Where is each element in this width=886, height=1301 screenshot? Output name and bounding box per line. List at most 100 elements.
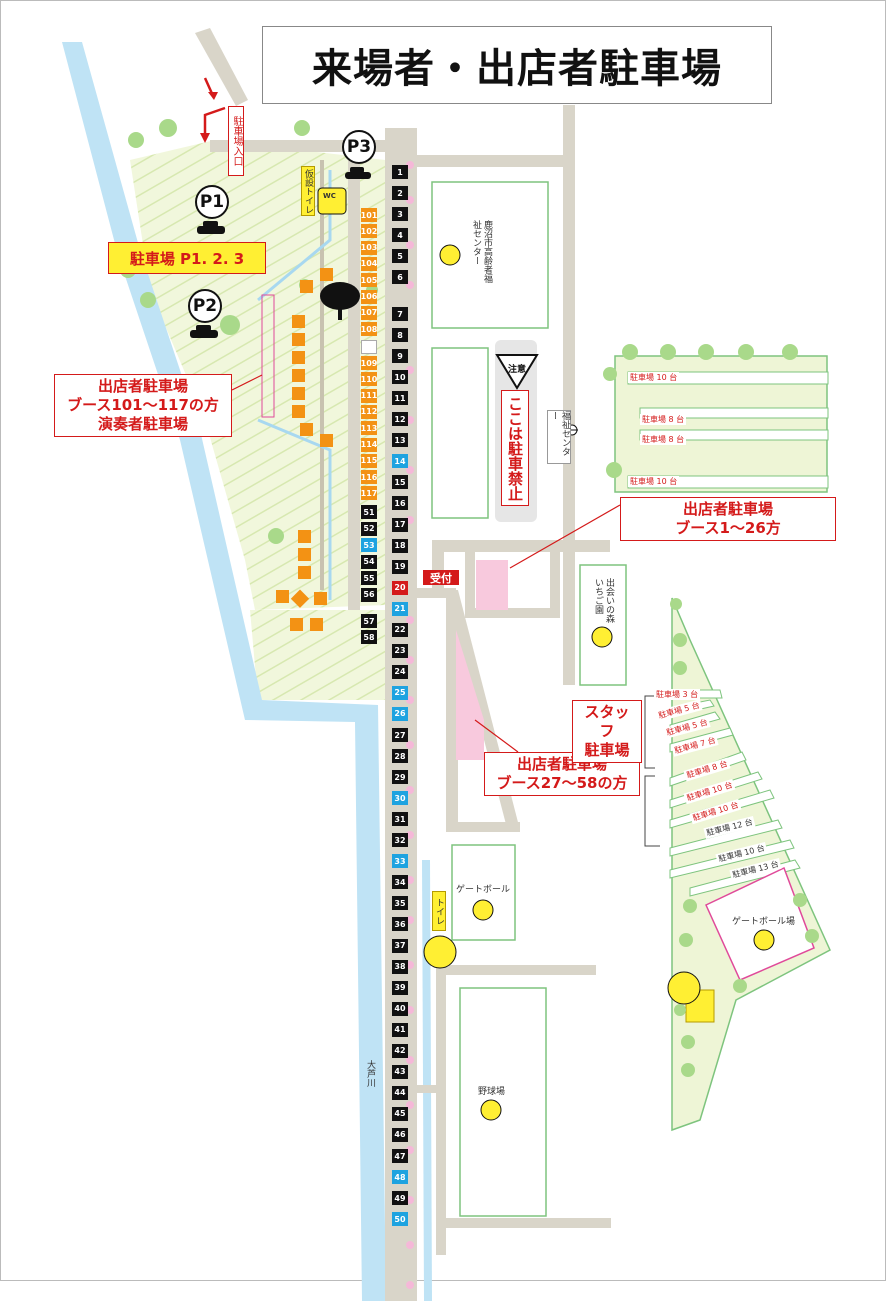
car-icon (190, 167, 371, 338)
caution-triangle (495, 354, 539, 390)
booth-25: 25 (392, 685, 408, 700)
booth-5: 5 (392, 249, 408, 263)
booth-27: 27 (392, 728, 408, 742)
booth-38: 38 (392, 959, 408, 974)
booth-24: 24 (392, 664, 408, 679)
facility-icons (317, 187, 775, 1121)
trees (120, 119, 819, 1077)
booth-50: 50 (392, 1212, 408, 1227)
callout-line: ブース27～58の方 (496, 774, 628, 792)
no-parking-label: ここは駐車禁止 (501, 390, 529, 506)
booth-40: 40 (392, 1001, 408, 1016)
staff-lot-label: 駐車場 3 台 (654, 689, 701, 700)
booth-42: 42 (392, 1043, 408, 1058)
callout-vendor-101-117: 出店者駐車場 ブース101～117の方 演奏者駐車場 (54, 374, 232, 437)
page-title: 来場者・出店者駐車場 (262, 26, 772, 104)
booth-113: 113 (361, 421, 377, 436)
strawberry-park-label: 出会いの森いちご園 (593, 578, 614, 623)
lot-label: 駐車場 8 台 (640, 434, 687, 445)
callout-line: 演奏者駐車場 (97, 415, 188, 433)
caution-text: 注意 (508, 363, 526, 375)
welfare-center-label: 福祉センター (547, 410, 571, 464)
parking-zone-lower (250, 610, 385, 700)
parking-p123-label: 駐車場 P1. 2. 3 (108, 242, 266, 274)
booth-empty (361, 340, 377, 354)
booth-36: 36 (392, 917, 408, 932)
callout-line: ブース101～117の方 (67, 396, 219, 414)
booth-37: 37 (392, 938, 408, 953)
entrance-arrow (203, 77, 226, 140)
lot-label: 駐車場 10 台 (628, 476, 680, 487)
booth-8: 8 (392, 328, 408, 343)
booth-115: 115 (361, 453, 377, 468)
booth-107: 107 (361, 305, 377, 320)
booth-20: 20 (392, 580, 408, 595)
gateball-field (705, 866, 815, 981)
booth-45: 45 (392, 1106, 408, 1121)
booth-114: 114 (361, 437, 377, 452)
booth-49: 49 (392, 1191, 408, 1206)
magenta-stalls (261, 294, 275, 418)
callout-line: 出店者駐車場 (682, 500, 773, 518)
tree-icon (320, 282, 360, 320)
p1-marker: P1 (195, 185, 229, 219)
booth-110: 110 (361, 372, 377, 387)
booth-106: 106 (361, 289, 377, 304)
booth-44: 44 (392, 1085, 408, 1100)
welfare-center-elderly-label: 鹿沼市高齢者福祉センター (471, 220, 492, 283)
booth-28: 28 (392, 749, 408, 764)
booth-16: 16 (392, 496, 408, 511)
booth-12: 12 (392, 412, 408, 427)
booth-26: 26 (392, 706, 408, 721)
booth-116: 116 (361, 470, 377, 485)
vendor-lot-27-58 (456, 630, 484, 760)
booth-51: 51 (361, 505, 377, 519)
callout-line: 駐車場 (584, 741, 630, 759)
booth-112: 112 (361, 404, 377, 419)
cherry-trees (406, 161, 414, 1289)
booth-54: 54 (361, 554, 377, 569)
booth-102: 102 (361, 224, 377, 239)
callout-line: 出店者駐車場 (97, 377, 188, 395)
reception-label: 受付 (423, 570, 459, 585)
booth-52: 52 (361, 521, 377, 536)
booth-4: 4 (392, 228, 408, 242)
booth-109: 109 (361, 356, 377, 370)
river-east (422, 860, 432, 1301)
booth-103: 103 (361, 240, 377, 255)
buildings (431, 181, 627, 1217)
booth-57: 57 (361, 614, 377, 628)
booth-23: 23 (392, 643, 408, 658)
p3-marker: P3 (342, 130, 376, 164)
booth-17: 17 (392, 517, 408, 532)
booth-43: 43 (392, 1064, 408, 1079)
booth-104: 104 (361, 256, 377, 271)
booth-7: 7 (392, 307, 408, 321)
booth-47: 47 (392, 1149, 408, 1163)
booth-56: 56 (361, 587, 377, 602)
gateball-field-label: ゲートボール場 (732, 917, 796, 927)
booth-41: 41 (392, 1022, 408, 1037)
river-label: 大芦川 (365, 1060, 375, 1087)
booth-101: 101 (361, 208, 377, 222)
booth-15: 15 (392, 475, 408, 490)
callout-staff: スタッフ 駐車場 (572, 700, 642, 763)
booth-18: 18 (392, 538, 408, 553)
booth-117: 117 (361, 486, 377, 501)
lot-label: 駐車場 10 台 (628, 372, 680, 383)
booth-35: 35 (392, 896, 408, 911)
temp-toilet-label: 仮設トイレ (301, 166, 315, 216)
callout-vendor-27-58: 出店者駐車場 ブース27～58の方 (484, 752, 640, 796)
baseball-label: 野球場 (478, 1087, 506, 1097)
gateball-label: ゲートボール (456, 885, 511, 895)
booth-14: 14 (392, 454, 408, 469)
booth-30: 30 (392, 791, 408, 806)
p2-marker: P2 (188, 289, 222, 323)
booth-39: 39 (392, 980, 408, 995)
booth-34: 34 (392, 875, 408, 890)
booth-3: 3 (392, 207, 408, 221)
vendor-lot-1-26 (476, 560, 508, 610)
booth-33: 33 (392, 854, 408, 869)
booth-108: 108 (361, 322, 377, 337)
wc-label: WC (323, 192, 336, 200)
